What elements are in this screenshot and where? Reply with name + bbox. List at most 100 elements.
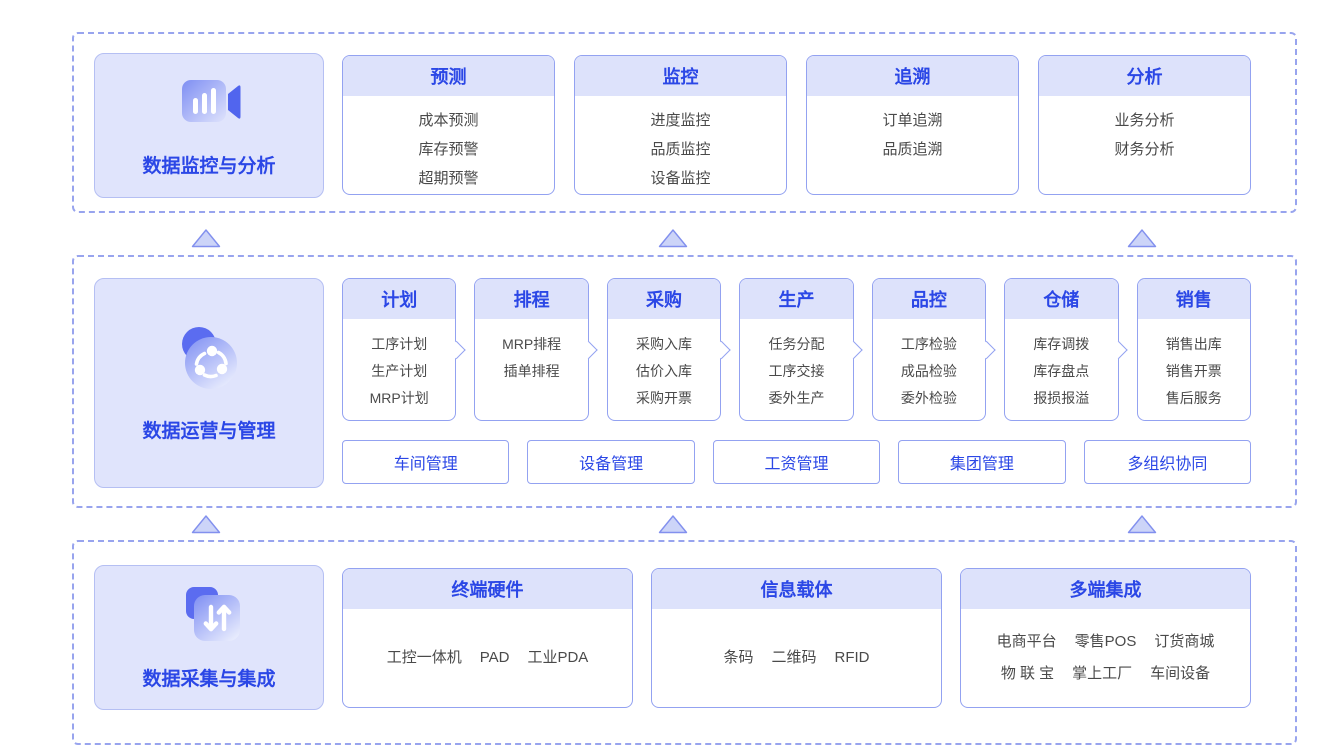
- up-arrow-icon: [658, 514, 688, 534]
- panel-data-operation: 数据运营与管理: [94, 278, 324, 488]
- card-item: 库存预警: [418, 141, 479, 158]
- card-item-list: 订单追溯品质追溯: [807, 96, 1018, 164]
- module-button[interactable]: 多组织协同: [1083, 440, 1252, 484]
- feature-card: 仓储库存调拨库存盘点报损报溢: [1004, 278, 1128, 421]
- card-item: 采购开票: [636, 390, 693, 406]
- card-title: 生产: [740, 279, 853, 319]
- module-button[interactable]: 设备管理: [527, 440, 695, 484]
- card-item: 工序计划: [371, 336, 428, 352]
- card-title: 分析: [1039, 56, 1250, 96]
- panel-title: 数据运营与管理: [142, 421, 276, 442]
- card-title: 销售: [1137, 279, 1250, 319]
- card-item-list: 工序计划生产计划 MRP计划: [343, 319, 455, 412]
- card-item-list: 任务分配工序交接委外生产: [740, 319, 852, 412]
- panel-title: 数据监控与分析: [142, 155, 276, 177]
- module-button-row: 车间管理设备管理工资管理集团管理多组织协同: [342, 440, 1252, 484]
- card-item: MRP计划: [369, 390, 429, 406]
- card-item: 工序交接: [768, 363, 825, 379]
- card-title: 监控: [575, 56, 786, 96]
- card-title: 品控: [872, 279, 986, 319]
- panel-data-collection: 数据采集与集成: [94, 565, 324, 710]
- card-item-list: 工序检验成品检验委外检验: [873, 319, 985, 412]
- card-item: 销售开票: [1165, 363, 1222, 379]
- feature-card: 品控工序检验成品检验委外检验: [871, 278, 996, 421]
- card-item: 插单排程: [503, 363, 560, 379]
- card-item: 生产计划: [371, 363, 428, 379]
- card-item: 财务分析: [1114, 141, 1175, 158]
- feature-card: 多端集成电商平台零售POS 订货商城物 联 宝掌上工厂车间设备: [960, 568, 1251, 708]
- panel-title: 数据采集与集成: [142, 668, 276, 690]
- panel-data-monitoring: 数据监控与分析: [94, 53, 324, 198]
- card-title: 仓储: [1005, 279, 1118, 319]
- feature-card: 终端硬件工控一体机 PAD 工业PDA: [342, 568, 633, 708]
- feature-card: 分析业务分析财务分析: [1038, 55, 1251, 195]
- card-title: 计划: [343, 279, 456, 319]
- card-item-line: 工控一体机 PAD 工业PDA: [343, 642, 632, 674]
- up-arrow-icon: [191, 228, 221, 248]
- card-item: 订单追溯: [882, 112, 943, 129]
- card-row-monitoring: 预测成本预测库存预警超期预警监控进度监控品质监控设备监控追溯订单追溯品质追溯分析…: [342, 55, 1251, 195]
- card-item: 条码: [723, 649, 754, 666]
- card-item: 掌上工厂: [1072, 665, 1133, 682]
- card-title: 多端集成: [961, 569, 1250, 609]
- card-item: 报损报溢: [1033, 390, 1090, 406]
- card-item: 零售POS: [1074, 633, 1137, 650]
- feature-card: 预测成本预测库存预警超期预警: [342, 55, 555, 195]
- feature-card: 追溯订单追溯品质追溯: [806, 55, 1019, 195]
- data-exchange-icon: [171, 585, 247, 656]
- card-row-operation: 计划工序计划生产计划 MRP计划 排程 MRP排程插单排程 采购采购入库估价入库采购开票…: [342, 278, 1251, 421]
- card-item-line: 电商平台零售POS 订货商城: [961, 626, 1250, 658]
- up-arrow-icon: [658, 228, 688, 248]
- card-item: 电商平台: [996, 633, 1057, 650]
- feature-card: 监控进度监控品质监控设备监控: [574, 55, 787, 195]
- module-button[interactable]: 工资管理: [712, 440, 881, 484]
- feature-card: 销售销售出库销售开票售后服务: [1136, 278, 1251, 421]
- card-item: 工业PDA: [527, 649, 589, 666]
- card-title: 采购: [607, 279, 721, 319]
- card-item: 设备监控: [650, 170, 711, 187]
- card-item: 车间设备: [1150, 665, 1211, 682]
- card-title: 排程: [475, 279, 588, 319]
- feature-card: 生产任务分配工序交接委外生产: [739, 278, 863, 421]
- card-title: 终端硬件: [343, 569, 632, 609]
- card-item: 销售出库: [1165, 336, 1222, 352]
- feature-card: 计划工序计划生产计划 MRP计划: [342, 278, 466, 421]
- module-button[interactable]: 车间管理: [342, 440, 510, 484]
- card-title: 预测: [343, 56, 554, 96]
- up-arrow-icon: [1127, 514, 1157, 534]
- up-arrow-icon: [1127, 228, 1157, 248]
- card-item: 库存盘点: [1033, 363, 1090, 379]
- card-item: 成本预测: [418, 112, 479, 129]
- module-button[interactable]: 集团管理: [898, 440, 1066, 484]
- card-item: 工控一体机: [386, 649, 462, 666]
- card-title: 信息载体: [652, 569, 941, 609]
- card-item: PAD: [479, 649, 510, 666]
- card-item: 品质监控: [650, 141, 711, 158]
- card-item-list: 进度监控品质监控设备监控: [575, 96, 786, 193]
- card-item: 成品检验: [900, 363, 957, 379]
- card-item-list: 采购入库估价入库采购开票: [608, 319, 720, 412]
- card-item: 二维码: [771, 649, 817, 666]
- layer-data-monitoring: 数据监控与分析 预测成本预测库存预警超期预警监控进度监控品质监控设备监控追溯订单…: [72, 32, 1297, 213]
- card-item-list: 工控一体机 PAD 工业PDA: [343, 609, 632, 707]
- card-item: MRP排程: [502, 336, 562, 352]
- feature-card: 采购采购入库估价入库采购开票: [606, 278, 731, 421]
- feature-card: 排程 MRP排程插单排程: [474, 278, 599, 421]
- card-item: 委外生产: [768, 390, 825, 406]
- card-item: 物 联 宝: [1000, 665, 1055, 682]
- card-item-list: 电商平台零售POS 订货商城物 联 宝掌上工厂车间设备: [961, 609, 1250, 707]
- card-item: 采购入库: [636, 336, 693, 352]
- card-item: 订货商城: [1154, 633, 1215, 650]
- collaboration-sync-icon: [169, 323, 249, 402]
- up-arrow-icon: [191, 514, 221, 534]
- card-item: 任务分配: [768, 336, 825, 352]
- card-title: 追溯: [807, 56, 1018, 96]
- card-item: 委外检验: [900, 390, 957, 406]
- card-item: 库存调拨: [1033, 336, 1090, 352]
